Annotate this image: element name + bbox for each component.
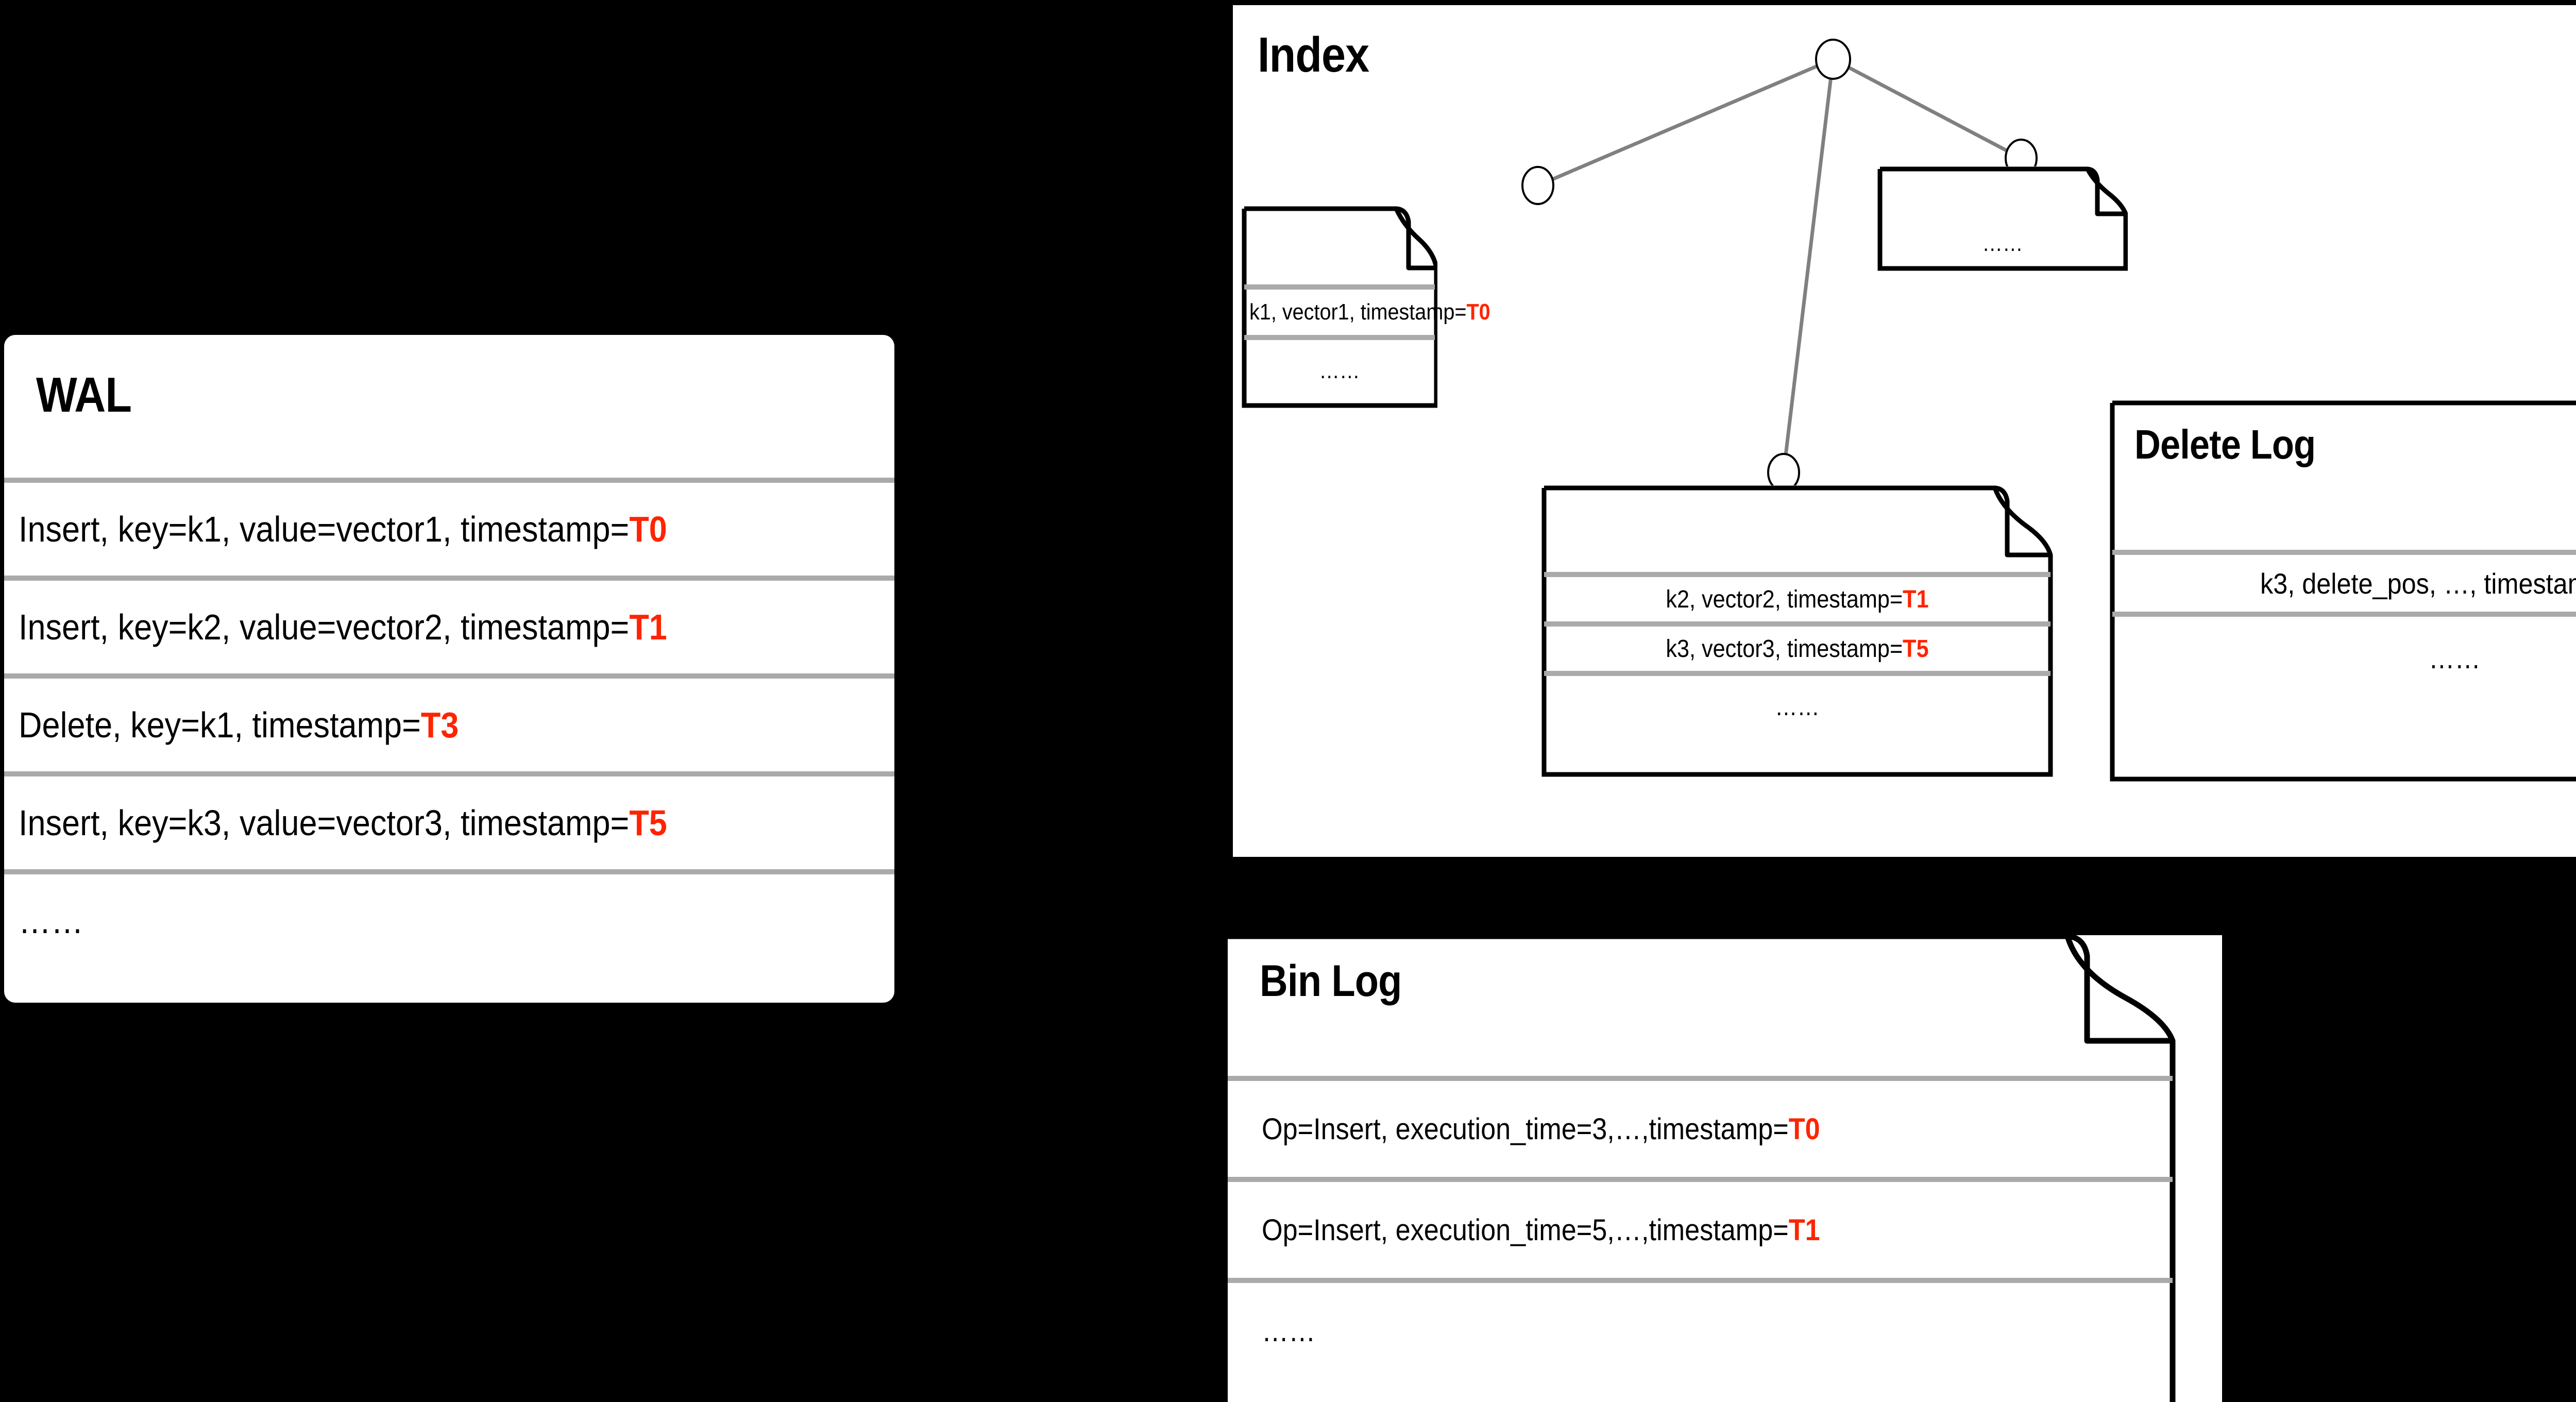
wal-row-1: Insert, key=k2, value=vector2, timestamp…	[4, 576, 894, 673]
wal-row-4-text: ……	[19, 901, 83, 941]
wal-row-0-text: Insert, key=k1, value=vector1, timestamp…	[19, 509, 630, 549]
wal-panel: WAL Insert, key=k1, value=vector1, times…	[4, 335, 894, 1003]
index-panel: Index	[1233, 5, 2576, 857]
wal-title: WAL	[36, 367, 132, 423]
bin-log-row-0-text: Op=Insert, execution_time=3,…,timestamp=	[1262, 1112, 1789, 1146]
index-title: Index	[1258, 27, 1369, 82]
index-leaf-k2k3-row-1: k3, vector3, timestamp=T5	[1544, 621, 2050, 671]
index-leaf-k1-row-1-text: ……	[1319, 358, 1360, 383]
bin-log-row-2-text: ……	[1262, 1314, 1316, 1348]
index-leaf-k2k3-row-0-timestamp: T1	[1903, 585, 1929, 613]
edge-root-mid	[1782, 59, 1835, 473]
index-leaf-k2k3-row-2-text: ……	[1775, 693, 1820, 721]
delete-log-rows: k3, delete_pos, …, timestamp=T3 ……	[2112, 550, 2576, 699]
index-leaf-k2k3-row-0-text: k2, vector2, timestamp=	[1666, 585, 1903, 613]
index-tree-edges	[1537, 57, 2022, 473]
delete-log-row-0: k3, delete_pos, …, timestamp=T3	[2112, 550, 2576, 612]
wal-row-1-timestamp: T1	[629, 607, 667, 647]
tree-node-left[interactable]	[1521, 166, 1554, 205]
index-leaf-k2k3-row-2-ellipsis: ……	[1544, 671, 2050, 738]
bin-log-row-1-text: Op=Insert, execution_time=5,…,timestamp=	[1262, 1213, 1789, 1247]
index-leaf-right-row-0-ellipsis: ……	[1880, 221, 2125, 267]
wal-row-3-timestamp: T5	[629, 803, 667, 843]
wal-row-0: Insert, key=k1, value=vector1, timestamp…	[4, 478, 894, 576]
index-leaf-k2k3-rows: k2, vector2, timestamp=T1 k3, vector3, t…	[1544, 572, 2050, 738]
index-leaf-k2k3-row-0: k2, vector2, timestamp=T1	[1544, 572, 2050, 621]
bin-log-row-0-timestamp: T0	[1788, 1112, 1820, 1146]
bin-log-panel: Bin Log Op=Insert, execution_time=3,…,ti…	[1228, 935, 2222, 1402]
index-leaf-k1-row-0: k1, vector1, timestamp=T0	[1244, 284, 1490, 335]
wal-row-list: Insert, key=k1, value=vector1, timestamp…	[4, 478, 894, 967]
index-leaf-k1-row-0-timestamp: T0	[1466, 299, 1490, 325]
delete-log-row-1-ellipsis: ……	[2112, 612, 2576, 699]
wal-row-3-text: Insert, key=k3, value=vector3, timestamp…	[19, 803, 630, 843]
delete-log-card: Delete Log k3, delete_pos, …, timestamp=…	[2110, 400, 2576, 782]
index-leaf-card-right: ……	[1877, 166, 2128, 271]
edge-root-right	[1832, 57, 2022, 160]
delete-log-row-0-text: k3, delete_pos, …, timestamp=	[2260, 567, 2576, 600]
tree-node-root[interactable]	[1815, 39, 1851, 80]
bin-log-row-0: Op=Insert, execution_time=3,…,timestamp=…	[1228, 1076, 2173, 1177]
bin-log-row-2-ellipsis: ……	[1228, 1278, 2173, 1379]
index-leaf-k1-row-0-text: k1, vector1, timestamp=	[1249, 299, 1467, 325]
wal-row-4-ellipsis: ……	[4, 869, 894, 967]
delete-log-row-1-text: ……	[2429, 641, 2481, 674]
wal-row-2-text: Delete, key=k1, timestamp=	[19, 705, 421, 745]
index-leaf-k1-row-1-ellipsis: ……	[1244, 335, 1435, 402]
index-leaf-k2k3-row-1-timestamp: T5	[1903, 635, 1929, 663]
index-leaf-k1-rows: k1, vector1, timestamp=T0 ……	[1244, 284, 1490, 402]
bin-log-title: Bin Log	[1260, 956, 1402, 1006]
index-leaf-right-row-0-text: ……	[1982, 231, 2023, 256]
wal-row-0-timestamp: T0	[629, 509, 667, 549]
wal-row-1-text: Insert, key=k2, value=vector2, timestamp…	[19, 607, 630, 647]
index-leaf-card-k1: k1, vector1, timestamp=T0 ……	[1242, 206, 1490, 408]
index-leaf-right-rows: ……	[1880, 221, 2125, 267]
wal-row-2-timestamp: T3	[420, 705, 459, 745]
bin-log-row-1: Op=Insert, execution_time=5,…,timestamp=…	[1228, 1177, 2173, 1278]
delete-log-title: Delete Log	[2134, 421, 2316, 467]
edge-root-left	[1537, 57, 1834, 188]
wal-row-3: Insert, key=k3, value=vector3, timestamp…	[4, 771, 894, 869]
bin-log-rows: Op=Insert, execution_time=3,…,timestamp=…	[1228, 1076, 2173, 1379]
wal-row-2: Delete, key=k1, timestamp=T3	[4, 673, 894, 771]
bin-log-row-1-timestamp: T1	[1788, 1213, 1820, 1247]
index-leaf-k2k3-row-1-text: k3, vector3, timestamp=	[1666, 635, 1903, 663]
index-leaf-card-k2k3: k2, vector2, timestamp=T1 k3, vector3, t…	[1541, 485, 2053, 777]
